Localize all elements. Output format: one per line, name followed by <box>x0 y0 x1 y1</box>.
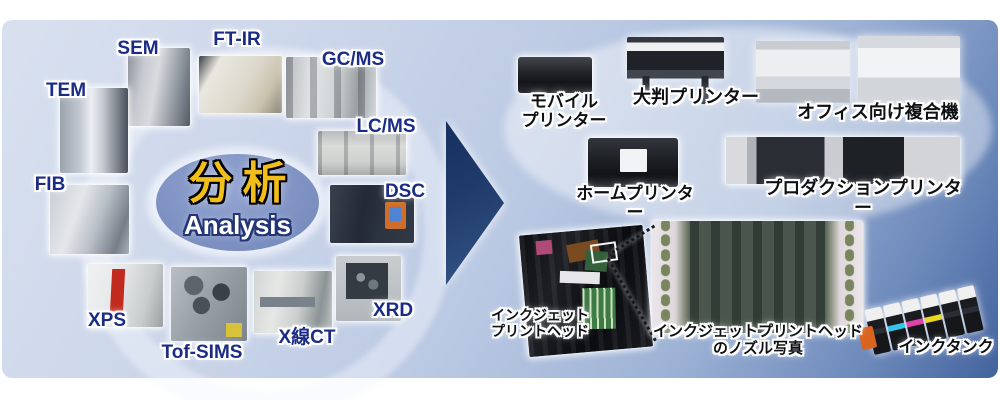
ft-ir-label: FT-IR <box>213 29 261 50</box>
mobile-printer-photo <box>518 57 592 93</box>
nozzle-center-channels <box>689 221 825 333</box>
xps-label: XPS <box>87 310 127 331</box>
right-arrow-icon <box>446 121 504 285</box>
ink-tank-label: インクタンク <box>898 339 994 356</box>
nozzle-photo-label: インクジェットプリントヘッド のノズル写真 <box>652 323 863 357</box>
printhead-pink-part <box>535 240 553 255</box>
xps-red-stripe <box>109 269 125 315</box>
xrd-window <box>346 262 388 299</box>
production-printer-label: プロダクションプリンター <box>764 178 962 219</box>
xrd-photo <box>336 256 401 321</box>
nozzle-column-right <box>837 221 861 333</box>
dsc-photo <box>330 185 414 243</box>
home-printer-photo <box>588 138 678 187</box>
tem-label: TEM <box>45 80 87 101</box>
gc-ms-photo <box>286 57 376 118</box>
fib-label: FIB <box>34 174 66 195</box>
flow-arrow <box>446 121 504 285</box>
large-format-printer-photo <box>627 37 724 104</box>
tof-sims-photo <box>171 267 247 341</box>
lc-ms-photo <box>318 131 406 175</box>
sem-label: SEM <box>117 38 159 59</box>
sem-photo <box>128 48 190 126</box>
tof-sims-label: Tof-SIMS <box>161 342 243 363</box>
x-ray-ct-band <box>260 297 315 307</box>
x-ray-ct-photo <box>254 271 332 333</box>
inkjet-printhead-label: インクジェット プリントヘッド <box>491 307 589 339</box>
home-printer-screen <box>620 148 648 173</box>
tof-sims-yellow-part <box>225 323 243 337</box>
xrd-label: XRD <box>372 300 414 321</box>
dsc-screen <box>390 207 401 221</box>
gc-ms-label: GC/MS <box>321 49 385 70</box>
nozzle-column-left <box>654 221 678 333</box>
home-printer-label: ホームプリンター <box>576 184 694 223</box>
x-ray-ct-label: X線CT <box>278 327 336 348</box>
center-subtitle: Analysis <box>184 210 291 240</box>
nozzle-macro-photo <box>652 221 863 333</box>
office-mfp-photo <box>756 36 960 103</box>
printhead-white-tab <box>559 271 600 285</box>
dsc-label: DSC <box>384 181 426 202</box>
lc-ms-label: LC/MS <box>356 116 416 137</box>
mobile-printer-label: モバイル プリンター <box>521 92 607 131</box>
tem-photo <box>60 88 128 173</box>
center-title: 分析 <box>188 159 297 208</box>
ft-ir-photo <box>199 56 282 113</box>
large-format-printer-label: 大判プリンター <box>633 87 759 107</box>
production-printer-photo <box>726 137 960 184</box>
fib-photo <box>50 185 129 254</box>
office-mfp-label: オフィス向け複合機 <box>797 102 959 122</box>
xps-photo <box>88 264 163 327</box>
center-ellipse <box>156 154 319 251</box>
